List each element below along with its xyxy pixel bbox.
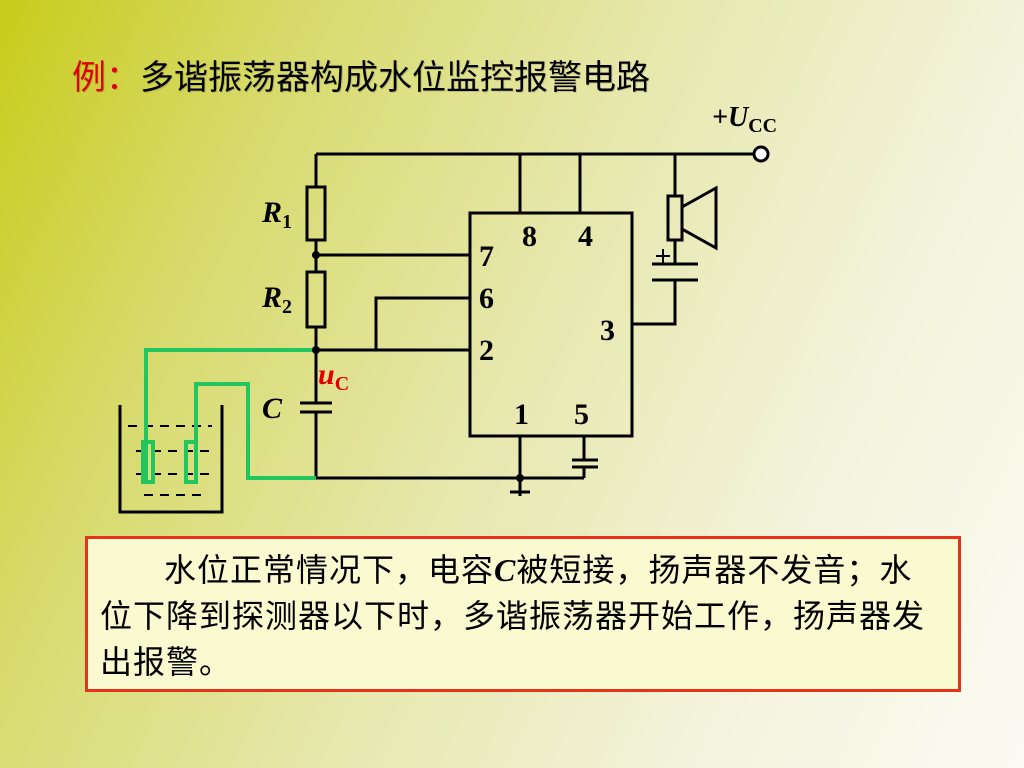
explanation-part-2: 被短接，扬声器不发音；水位下降到探测器以下时，多谐振荡器开始工作，扬声器发出报警… — [100, 551, 926, 681]
explanation-box: 水位正常情况下，电容C被短接，扬声器不发音；水位下降到探测器以下时，多谐振荡器开… — [85, 536, 961, 692]
pin-8-label: 8 — [522, 220, 537, 253]
explanation-part-1: 水位正常情况下，电容 — [164, 551, 495, 589]
pin-1-label: 1 — [514, 398, 529, 431]
pin-7-label: 7 — [479, 240, 494, 273]
supply-label: +UCC — [712, 102, 777, 137]
water-level-lines — [128, 425, 212, 496]
cap-plus-sign — [656, 249, 670, 263]
pin-4-label: 4 — [578, 220, 593, 253]
r2-label: R2 — [261, 281, 292, 318]
title-prefix: 例： — [72, 58, 140, 98]
slide-title: 例：多谐振荡器构成水位监控报警电路 — [72, 50, 650, 99]
probe-wires — [141, 348, 316, 484]
explanation-c-letter: C — [494, 552, 517, 588]
explanation-text: 水位正常情况下，电容C被短接，扬声器不发音；水位下降到探测器以下时，多谐振荡器开… — [100, 547, 944, 685]
pin-3-label: 3 — [600, 314, 615, 347]
cap-label: C — [262, 392, 283, 425]
pin-5-label: 5 — [574, 398, 589, 431]
uc-label: uC — [318, 358, 349, 395]
vcc-terminal — [752, 145, 770, 163]
pin-2-label: 2 — [479, 334, 494, 367]
r1-label: R1 — [261, 196, 292, 233]
junction-dots — [312, 251, 524, 482]
pin-6-label: 6 — [479, 282, 494, 315]
circuit-wires — [118, 152, 753, 514]
title-text: 多谐振荡器构成水位监控报警电路 — [140, 58, 650, 98]
